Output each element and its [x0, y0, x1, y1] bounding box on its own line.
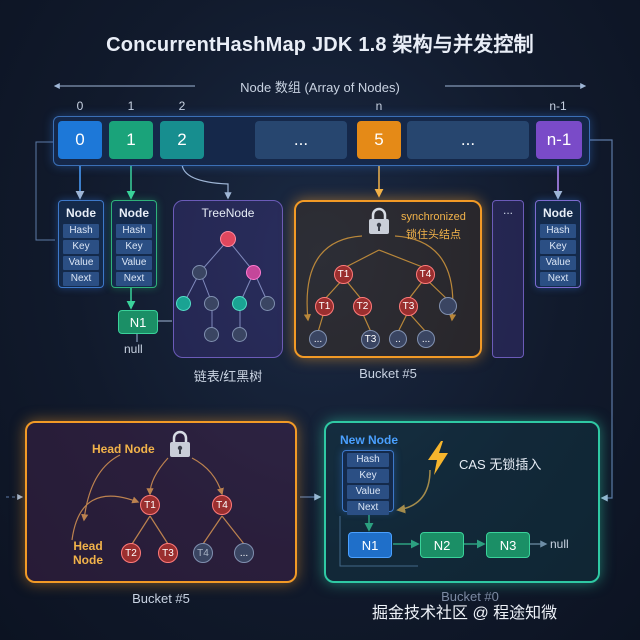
- array-label: Node 数组 (Array of Nodes): [240, 80, 400, 95]
- array-cell-2: 2: [160, 121, 204, 159]
- array-cell-1: 1: [109, 121, 153, 159]
- node-field-key: Key: [116, 240, 152, 254]
- node-title: Node: [66, 206, 96, 220]
- bucket0-node-n1: N1: [348, 532, 392, 558]
- left-loop: [35, 141, 55, 241]
- new-node-box: Hash Key Value Next: [342, 450, 394, 515]
- node-n1-small: N1: [118, 310, 158, 334]
- node-field-value: Value: [116, 256, 152, 270]
- right-loop: [587, 139, 613, 502]
- treenode-caption: 链表/红黑树: [193, 369, 263, 384]
- bucket5-top-node-t1-child: T1: [315, 297, 334, 316]
- watermark: 掘金技术社区 @ 程途知微: [372, 605, 558, 622]
- node-field-hash: Hash: [540, 224, 576, 238]
- tree-node: [232, 327, 247, 342]
- node-field-key: Key: [63, 240, 99, 254]
- bucket5-top-node-t4: T4: [416, 265, 435, 284]
- head-node-label-left-2: Node: [73, 553, 103, 567]
- node-field-value: Value: [540, 256, 576, 270]
- arrow-2-treenode: [181, 162, 232, 200]
- node-field-value: Value: [63, 256, 99, 270]
- new-node-label: New Node: [340, 433, 399, 447]
- tree-node-red: [246, 265, 261, 280]
- bucket5-top-node-t3: T3: [399, 297, 418, 316]
- array-cell-5: 5: [357, 121, 401, 159]
- bucket5-top-caption: Bucket #5: [359, 366, 417, 381]
- bucket5-top-node-ellipsis-2: ...: [417, 330, 435, 348]
- lock-icon: [170, 430, 190, 457]
- sync-sub-label: 锁住头结点: [406, 229, 461, 241]
- bucket5-bottom-node-t4: T4: [212, 495, 232, 515]
- node-field-key: Key: [540, 240, 576, 254]
- bucket5-top-node-leaf: [439, 297, 457, 315]
- node-box-1: Node Hash Key Value Next: [111, 200, 157, 288]
- bucket5-bottom-edges: [71, 454, 245, 545]
- bucket5-bottom-node-t4-leaf: T4: [193, 543, 213, 563]
- bucket5-top-node-ellipsis: ...: [309, 330, 327, 348]
- node-field-hash: Hash: [63, 224, 99, 238]
- node-title: Node: [543, 206, 573, 220]
- node-title: Node: [119, 206, 149, 220]
- bucket0-null-label: null: [550, 537, 569, 551]
- head-node-label-left: Head Node: [70, 539, 106, 567]
- index-label-n-minus-1: n-1: [549, 99, 567, 113]
- bucket5-bottom-node-t3: T3: [158, 543, 178, 563]
- bucket5-top-node-t2: T2: [353, 297, 372, 316]
- node-field-next: Next: [63, 272, 99, 286]
- tree-node: [260, 296, 275, 311]
- null-label-small: null: [124, 342, 143, 356]
- node-box-n-minus-1: Node Hash Key Value Next: [535, 200, 581, 288]
- tree-node-green: [176, 296, 191, 311]
- bucket0-edges: [339, 469, 548, 567]
- bucket5-bottom-node-ellipsis: ...: [234, 543, 254, 563]
- node-field-next: Next: [116, 272, 152, 286]
- tree-node: [204, 296, 219, 311]
- node-field-hash: Hash: [116, 224, 152, 238]
- index-label-2: 2: [178, 99, 186, 113]
- index-label-0: 0: [76, 99, 84, 113]
- bucket5-bottom-node-t2: T2: [121, 543, 141, 563]
- index-label-n: n: [375, 99, 383, 113]
- tree-node-green: [232, 296, 247, 311]
- node-field-key: Key: [347, 469, 389, 483]
- array-cell-n-minus-1: n-1: [536, 121, 582, 159]
- bucket5-top-node-dots: ..: [389, 330, 407, 348]
- node-field-next: Next: [347, 501, 389, 515]
- node-field-value: Value: [347, 485, 389, 499]
- bucket0-node-n3: N3: [486, 532, 530, 558]
- array-cell-0: 0: [58, 121, 102, 159]
- cas-label: CAS 无锁插入: [459, 457, 542, 472]
- lightning-icon: [428, 441, 448, 475]
- array-cell-ellipsis-1: ...: [255, 121, 347, 159]
- tree-node: [204, 327, 219, 342]
- bucket0-caption: Bucket #0: [441, 589, 499, 604]
- node-field-hash: Hash: [347, 453, 389, 467]
- bucket0-node-n2: N2: [420, 532, 464, 558]
- treenode-title: TreeNode: [201, 206, 255, 220]
- index-label-1: 1: [127, 99, 135, 113]
- bucket5-bottom-caption: Bucket #5: [132, 591, 190, 606]
- bucket5-top-node-t1: T1: [334, 265, 353, 284]
- node-box-0: Node Hash Key Value Next: [58, 200, 104, 288]
- tree-node-root: [220, 231, 236, 247]
- ellipsis-bucket-label: ...: [502, 203, 513, 217]
- node-field-next: Next: [540, 272, 576, 286]
- sync-label: synchronized: [401, 211, 466, 223]
- tree-node: [192, 265, 207, 280]
- head-node-label-top: Head Node: [92, 442, 155, 456]
- bucket5-bottom-node-t1: T1: [140, 495, 160, 515]
- ellipsis-bucket-box: [492, 200, 524, 358]
- page-title: ConcurrentHashMap JDK 1.8 架构与并发控制: [106, 34, 534, 56]
- head-node-label-left-1: Head: [73, 539, 103, 553]
- lock-icon: [369, 207, 389, 234]
- array-cell-ellipsis-2: ...: [407, 121, 529, 159]
- treenode-panel: [173, 200, 283, 358]
- bucket5-top-node-t3-leaf: T3: [361, 330, 380, 349]
